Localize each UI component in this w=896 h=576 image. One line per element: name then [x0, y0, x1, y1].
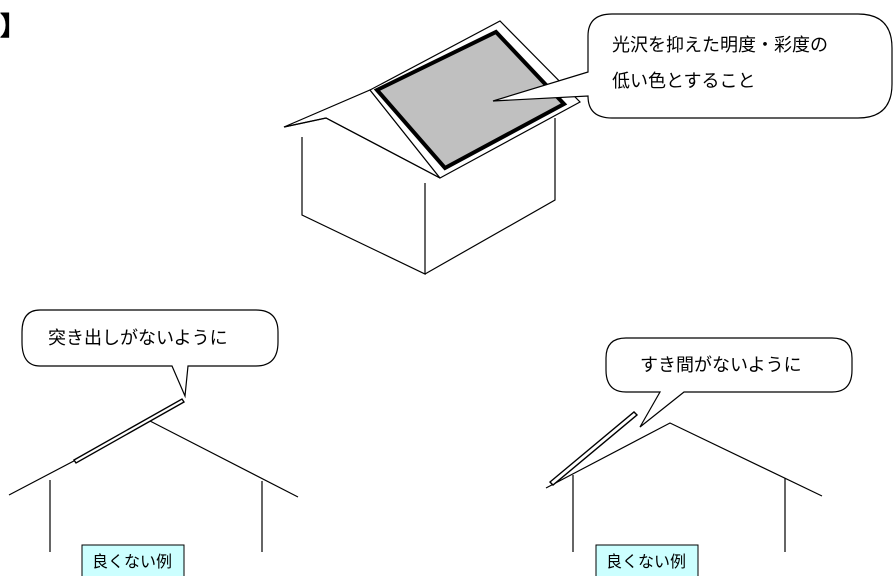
solar-panel [373, 29, 568, 171]
right-gapped-panel [548, 411, 639, 486]
house-wall-right [424, 118, 556, 275]
house-eave-line [283, 117, 441, 179]
right-label-box [595, 544, 699, 576]
left-label-box [81, 544, 185, 576]
main-callout-bubble [492, 13, 893, 119]
main-callout-line1: 光沢を抑えた明度・彩度の [612, 35, 828, 56]
right-roof-line [545, 422, 823, 497]
left-protruding-panel [72, 398, 186, 464]
left-house-example [8, 420, 299, 552]
left-callout-text: 突き出しがないように [48, 328, 228, 349]
left-label-text: 良くない例 [92, 552, 172, 571]
right-callout-text: すき間がないように [640, 355, 802, 376]
left-callout-bubble [21, 309, 279, 399]
main-callout-line2: 低い色とすること [612, 71, 755, 92]
right-callout-bubble [605, 337, 853, 428]
right-label-text: 良くない例 [606, 552, 686, 571]
house-wall-left [301, 137, 426, 275]
right-house-example [545, 422, 823, 552]
corner-bracket: 】 [0, 12, 27, 42]
left-roof-line [8, 420, 299, 498]
